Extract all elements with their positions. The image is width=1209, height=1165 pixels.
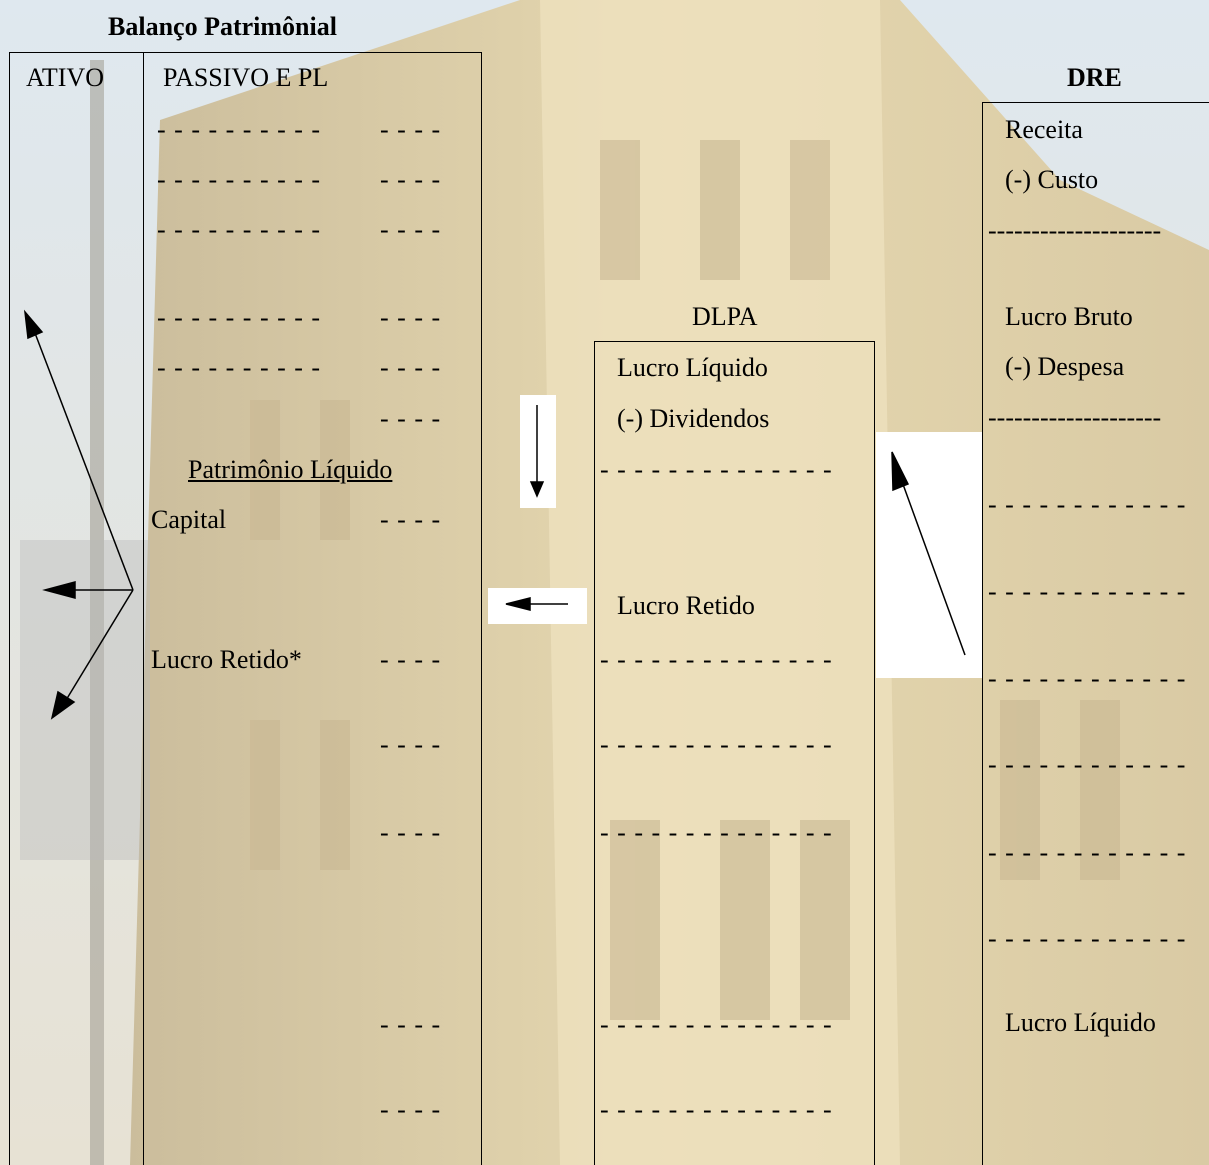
pl-heading: Patrimônio Líquido	[188, 455, 393, 484]
ativo-passivo-divider	[143, 52, 144, 1165]
dlpa-right-border	[874, 341, 875, 1165]
dre-top-border	[982, 102, 1209, 103]
dre-total-line: --------------------	[988, 216, 1162, 245]
lucro-retido-pl-label: Lucro Retido*	[151, 645, 302, 674]
passivo-value-dash: - - - -	[380, 818, 442, 847]
dre-despesa: (-) Despesa	[1005, 352, 1125, 381]
arrow-to-ativo-bottom	[59, 589, 134, 711]
arrow-left-bg	[488, 588, 587, 624]
passivo-value-dash: - - - -	[380, 505, 442, 534]
dlpa-lucro-liquido: Lucro Líquido	[617, 353, 768, 382]
dlpa-lucro-retido: Lucro Retido	[617, 591, 755, 620]
arrow-head-icon	[23, 309, 44, 340]
arrow-left-icon	[505, 597, 531, 611]
balanco-title: Balanço Patrimônial	[108, 12, 337, 41]
dre-dash-line: - - - - - - - - - - - -	[988, 577, 1187, 606]
dlpa-dash-line: - - - - - - - - - - - - - -	[600, 455, 833, 484]
dre-title: DRE	[1067, 63, 1122, 92]
arrow-up-icon	[891, 451, 910, 492]
dlpa-dash-line: - - - - - - - - - - - - - -	[600, 1010, 833, 1039]
ativo-left-border	[9, 52, 10, 1165]
ativo-header: ATIVO	[26, 63, 104, 92]
balanco-top-border	[9, 52, 482, 53]
dre-lucro-bruto: Lucro Bruto	[1005, 302, 1133, 331]
passivo-dash-line: - - - - - - - - - -	[157, 303, 322, 332]
passivo-value-dash: - - - -	[380, 404, 442, 433]
dlpa-top-border	[594, 341, 875, 342]
arrow-up-line	[895, 464, 966, 656]
dre-lucro-liquido: Lucro Líquido	[1005, 1008, 1156, 1037]
dre-receita: Receita	[1005, 115, 1083, 144]
dre-dash-line: - - - - - - - - - - - -	[988, 664, 1187, 693]
dre-dash-line: - - - - - - - - - - - -	[988, 838, 1187, 867]
dre-dash-line: - - - - - - - - - - - -	[988, 490, 1187, 519]
dlpa-dividendos: (-) Dividendos	[617, 404, 770, 433]
passivo-dash-line: - - - - - - - - - -	[157, 215, 322, 244]
passivo-dash-line: - - - - - - - - - -	[157, 165, 322, 194]
passivo-value-dash: - - - -	[380, 730, 442, 759]
passivo-value-dash: - - - -	[380, 165, 442, 194]
passivo-right-border	[481, 52, 482, 1165]
dre-custo: (-) Custo	[1005, 165, 1099, 194]
dlpa-dash-line: - - - - - - - - - - - - - -	[600, 645, 833, 674]
passivo-value-dash: - - - -	[380, 215, 442, 244]
arrow-to-ativo-top	[29, 319, 134, 591]
dlpa-left-border	[594, 341, 595, 1165]
dlpa-dash-line: - - - - - - - - - - - - - -	[600, 730, 833, 759]
passivo-value-dash: - - - -	[380, 645, 442, 674]
passivo-value-dash: - - - -	[380, 1095, 442, 1124]
passivo-header: PASSIVO E PL	[163, 63, 329, 92]
passivo-dash-line: - - - - - - - - - -	[157, 353, 322, 382]
dlpa-dash-line: - - - - - - - - - - - - - -	[600, 818, 833, 847]
arrow-head-icon	[50, 690, 76, 720]
dre-dash-line: - - - - - - - - - - - -	[988, 750, 1187, 779]
passivo-value-dash: - - - -	[380, 115, 442, 144]
arrow-head-icon	[42, 581, 76, 599]
capital-label: Capital	[151, 505, 227, 534]
dlpa-dash-line: - - - - - - - - - - - - - -	[600, 1095, 833, 1124]
passivo-value-dash: - - - -	[380, 353, 442, 382]
dre-total-line: --------------------	[988, 403, 1162, 432]
passivo-dash-line: - - - - - - - - - -	[157, 115, 322, 144]
dlpa-title: DLPA	[692, 302, 758, 331]
arrow-down-icon	[529, 481, 545, 498]
dre-left-border	[982, 102, 983, 1165]
dre-dash-line: - - - - - - - - - - - -	[988, 924, 1187, 953]
passivo-value-dash: - - - -	[380, 1010, 442, 1039]
passivo-value-dash: - - - -	[380, 303, 442, 332]
